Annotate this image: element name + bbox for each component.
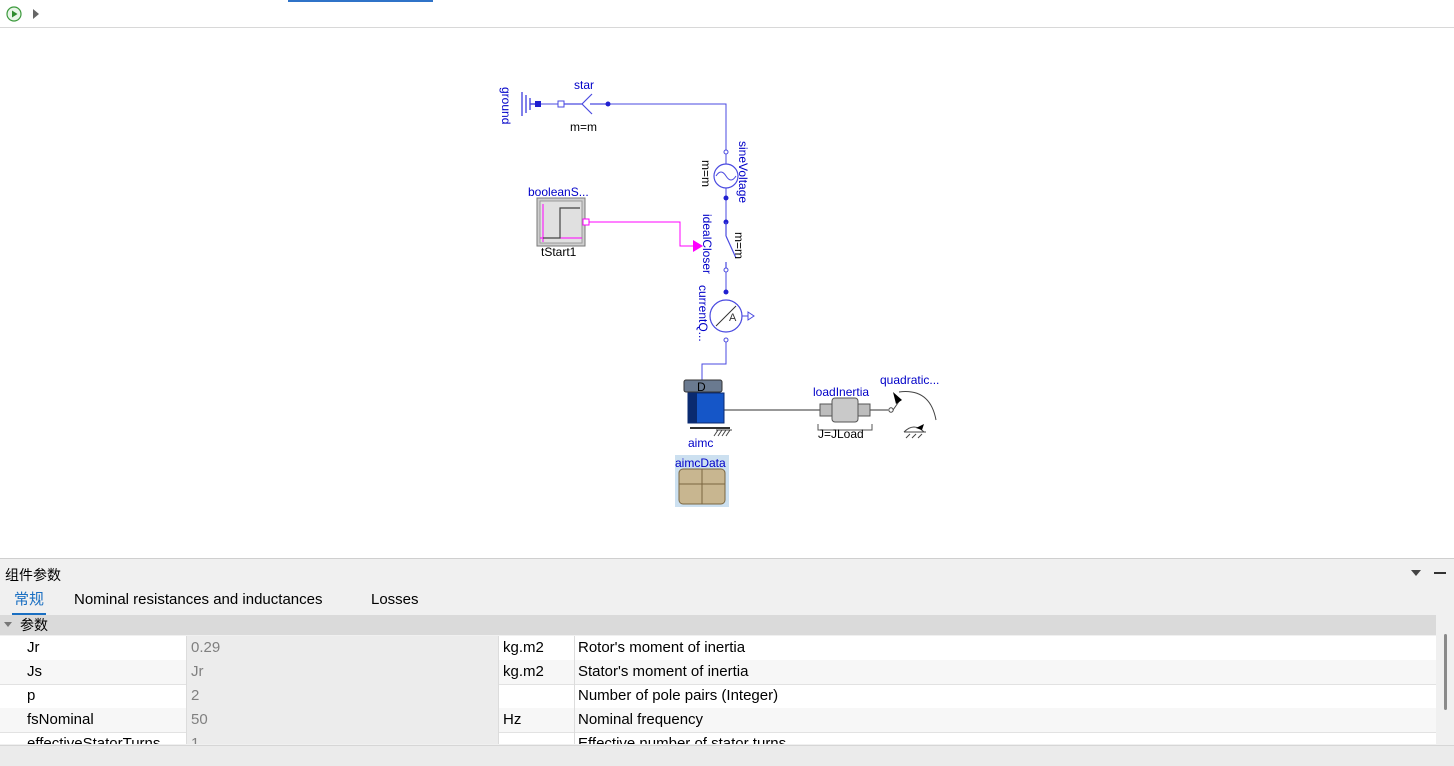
param-description: Stator's moment of inertia [578,663,749,680]
param-value-field[interactable]: Jr [186,660,499,684]
load-inertia-component[interactable]: loadInertia J=JLoad [813,385,873,441]
tab-general[interactable]: 常规 [12,588,47,615]
aimc-label: aimc [688,436,713,450]
ideal-closer-component[interactable]: idealCloser m=m [700,214,746,274]
param-description: Nominal frequency [578,711,704,728]
param-value-field[interactable]: 0.29 [186,636,499,660]
load-inertia-label: loadInertia [813,385,869,399]
ideal-closer-label: idealCloser [700,214,714,274]
table-row: effectiveStatorTurns 1 Effective number … [0,732,1436,744]
tab-nominal-resistances[interactable]: Nominal resistances and inductances [74,591,323,608]
param-unit[interactable]: kg.m2 [503,636,575,660]
ideal-closer-param: m=m [732,232,746,259]
param-unit-text: kg.m2 [503,663,544,680]
boolean-step-param: tStart1 [541,245,577,259]
param-description: Number of pole pairs (Integer) [578,687,779,704]
table-row: fsNominal 50 Hz Nominal frequency [0,708,1436,733]
quadratic-torque-component[interactable]: quadratic... [880,373,939,439]
sine-voltage-label: sineVoltage [736,141,750,203]
param-name: effectiveStatorTurns [27,735,161,744]
quadratic-torque-label: quadratic... [880,373,939,387]
param-unit[interactable] [503,732,575,744]
param-name: p [27,687,36,704]
boolean-step-label: booleanS... [528,185,589,199]
parameter-tabs: 常规 Nominal resistances and inductances L… [0,588,1454,615]
parameter-group-label: 参数 [20,617,48,633]
table-row: Jr 0.29 kg.m2 Rotor's moment of inertia [0,636,1436,661]
star-label: star [574,78,594,92]
sine-voltage-param: m=m [699,160,713,187]
parameter-group-header[interactable]: 参数 [0,615,1436,635]
param-name: Jr [27,639,40,656]
toolbar [0,0,1454,28]
signal-arrow-icon [693,240,703,252]
active-document-indicator [288,0,433,2]
component-parameters-panel: 组件参数 常规 Nominal resistances and inductan… [0,558,1454,766]
param-value-field[interactable]: 1 [186,732,499,744]
param-description: Effective number of stator turns [578,735,787,744]
aimc-data-label: aimcData [675,456,726,470]
expand-arrow-icon[interactable] [31,8,41,20]
star-param: m=m [570,120,597,134]
diagram-canvas[interactable]: ground star m=m sineVoltage m=m [0,28,1454,558]
aimc-motor-component[interactable]: D aimc [683,379,732,450]
table-row: Js Jr kg.m2 Stator's moment of inertia [0,660,1436,685]
param-unit[interactable]: kg.m2 [503,660,575,684]
param-unit[interactable]: Hz [503,708,575,732]
param-description: Rotor's moment of inertia [578,639,746,656]
current-sensor-label: currentQ... [696,285,710,342]
run-icon[interactable] [6,6,22,22]
param-name: Js [27,663,42,680]
load-inertia-param: J=JLoad [818,427,864,441]
current-sensor-component[interactable]: A currentQ... [696,285,755,343]
sine-voltage-component[interactable]: sineVoltage m=m [699,141,750,203]
motor-glyph: D [697,380,706,394]
param-unit-text: kg.m2 [503,639,544,656]
param-name: fsNominal [27,711,94,728]
param-value-field[interactable]: 50 [186,708,499,732]
panel-title: 组件参数 [5,567,61,583]
parameter-table: Jr 0.29 kg.m2 Rotor's moment of inertia … [0,636,1436,744]
star-component[interactable]: star m=m [557,78,611,134]
ground-component[interactable]: ground [499,87,541,124]
param-unit[interactable] [503,684,575,708]
collapse-caret-icon[interactable] [4,622,12,627]
vertical-scrollbar[interactable] [1444,634,1447,710]
table-row: p 2 Number of pole pairs (Integer) [0,684,1436,709]
param-value-field[interactable]: 2 [186,684,499,708]
diagram-svg: ground star m=m sineVoltage m=m [499,78,939,507]
tab-losses[interactable]: Losses [371,591,419,608]
ground-label: ground [499,87,513,124]
ammeter-glyph: A [729,312,737,324]
boolean-step-component[interactable]: booleanS... tStart1 [528,185,590,259]
dropdown-menu-icon[interactable] [1410,568,1422,578]
minimize-icon[interactable] [1434,572,1446,574]
param-unit-text: Hz [503,711,522,728]
aimc-data-component[interactable]: aimcData [675,455,729,507]
signal-wire [586,221,698,247]
status-bar [0,745,1454,766]
